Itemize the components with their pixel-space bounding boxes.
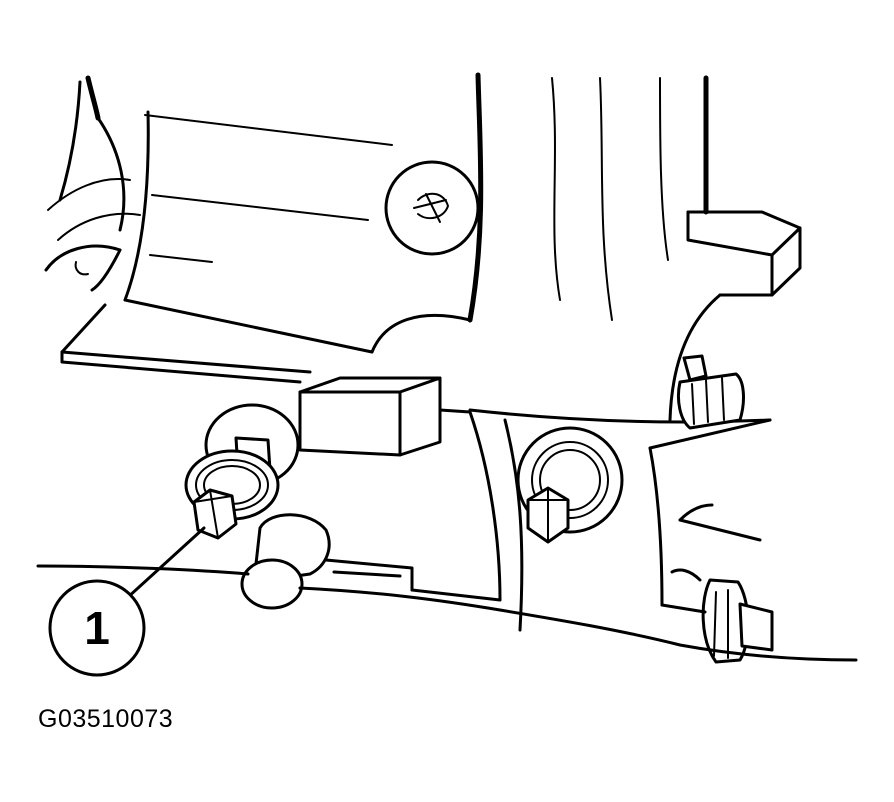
callout-1-label: 1 — [84, 602, 110, 654]
upper-right-bolt — [676, 354, 745, 430]
left-bolt-assembly — [184, 403, 300, 540]
callout-leader-1 — [125, 526, 206, 600]
lower-right-bolt — [670, 568, 774, 664]
lower-edge-line — [36, 564, 858, 662]
lower-center-housing — [468, 410, 762, 632]
upper-housing-casting — [44, 72, 484, 384]
right-housing — [468, 75, 802, 450]
coolant-tube — [240, 513, 414, 610]
center-step-block — [298, 376, 472, 457]
figure-id-label: G03510073 — [38, 705, 174, 733]
callout-1: 1 — [48, 579, 146, 677]
